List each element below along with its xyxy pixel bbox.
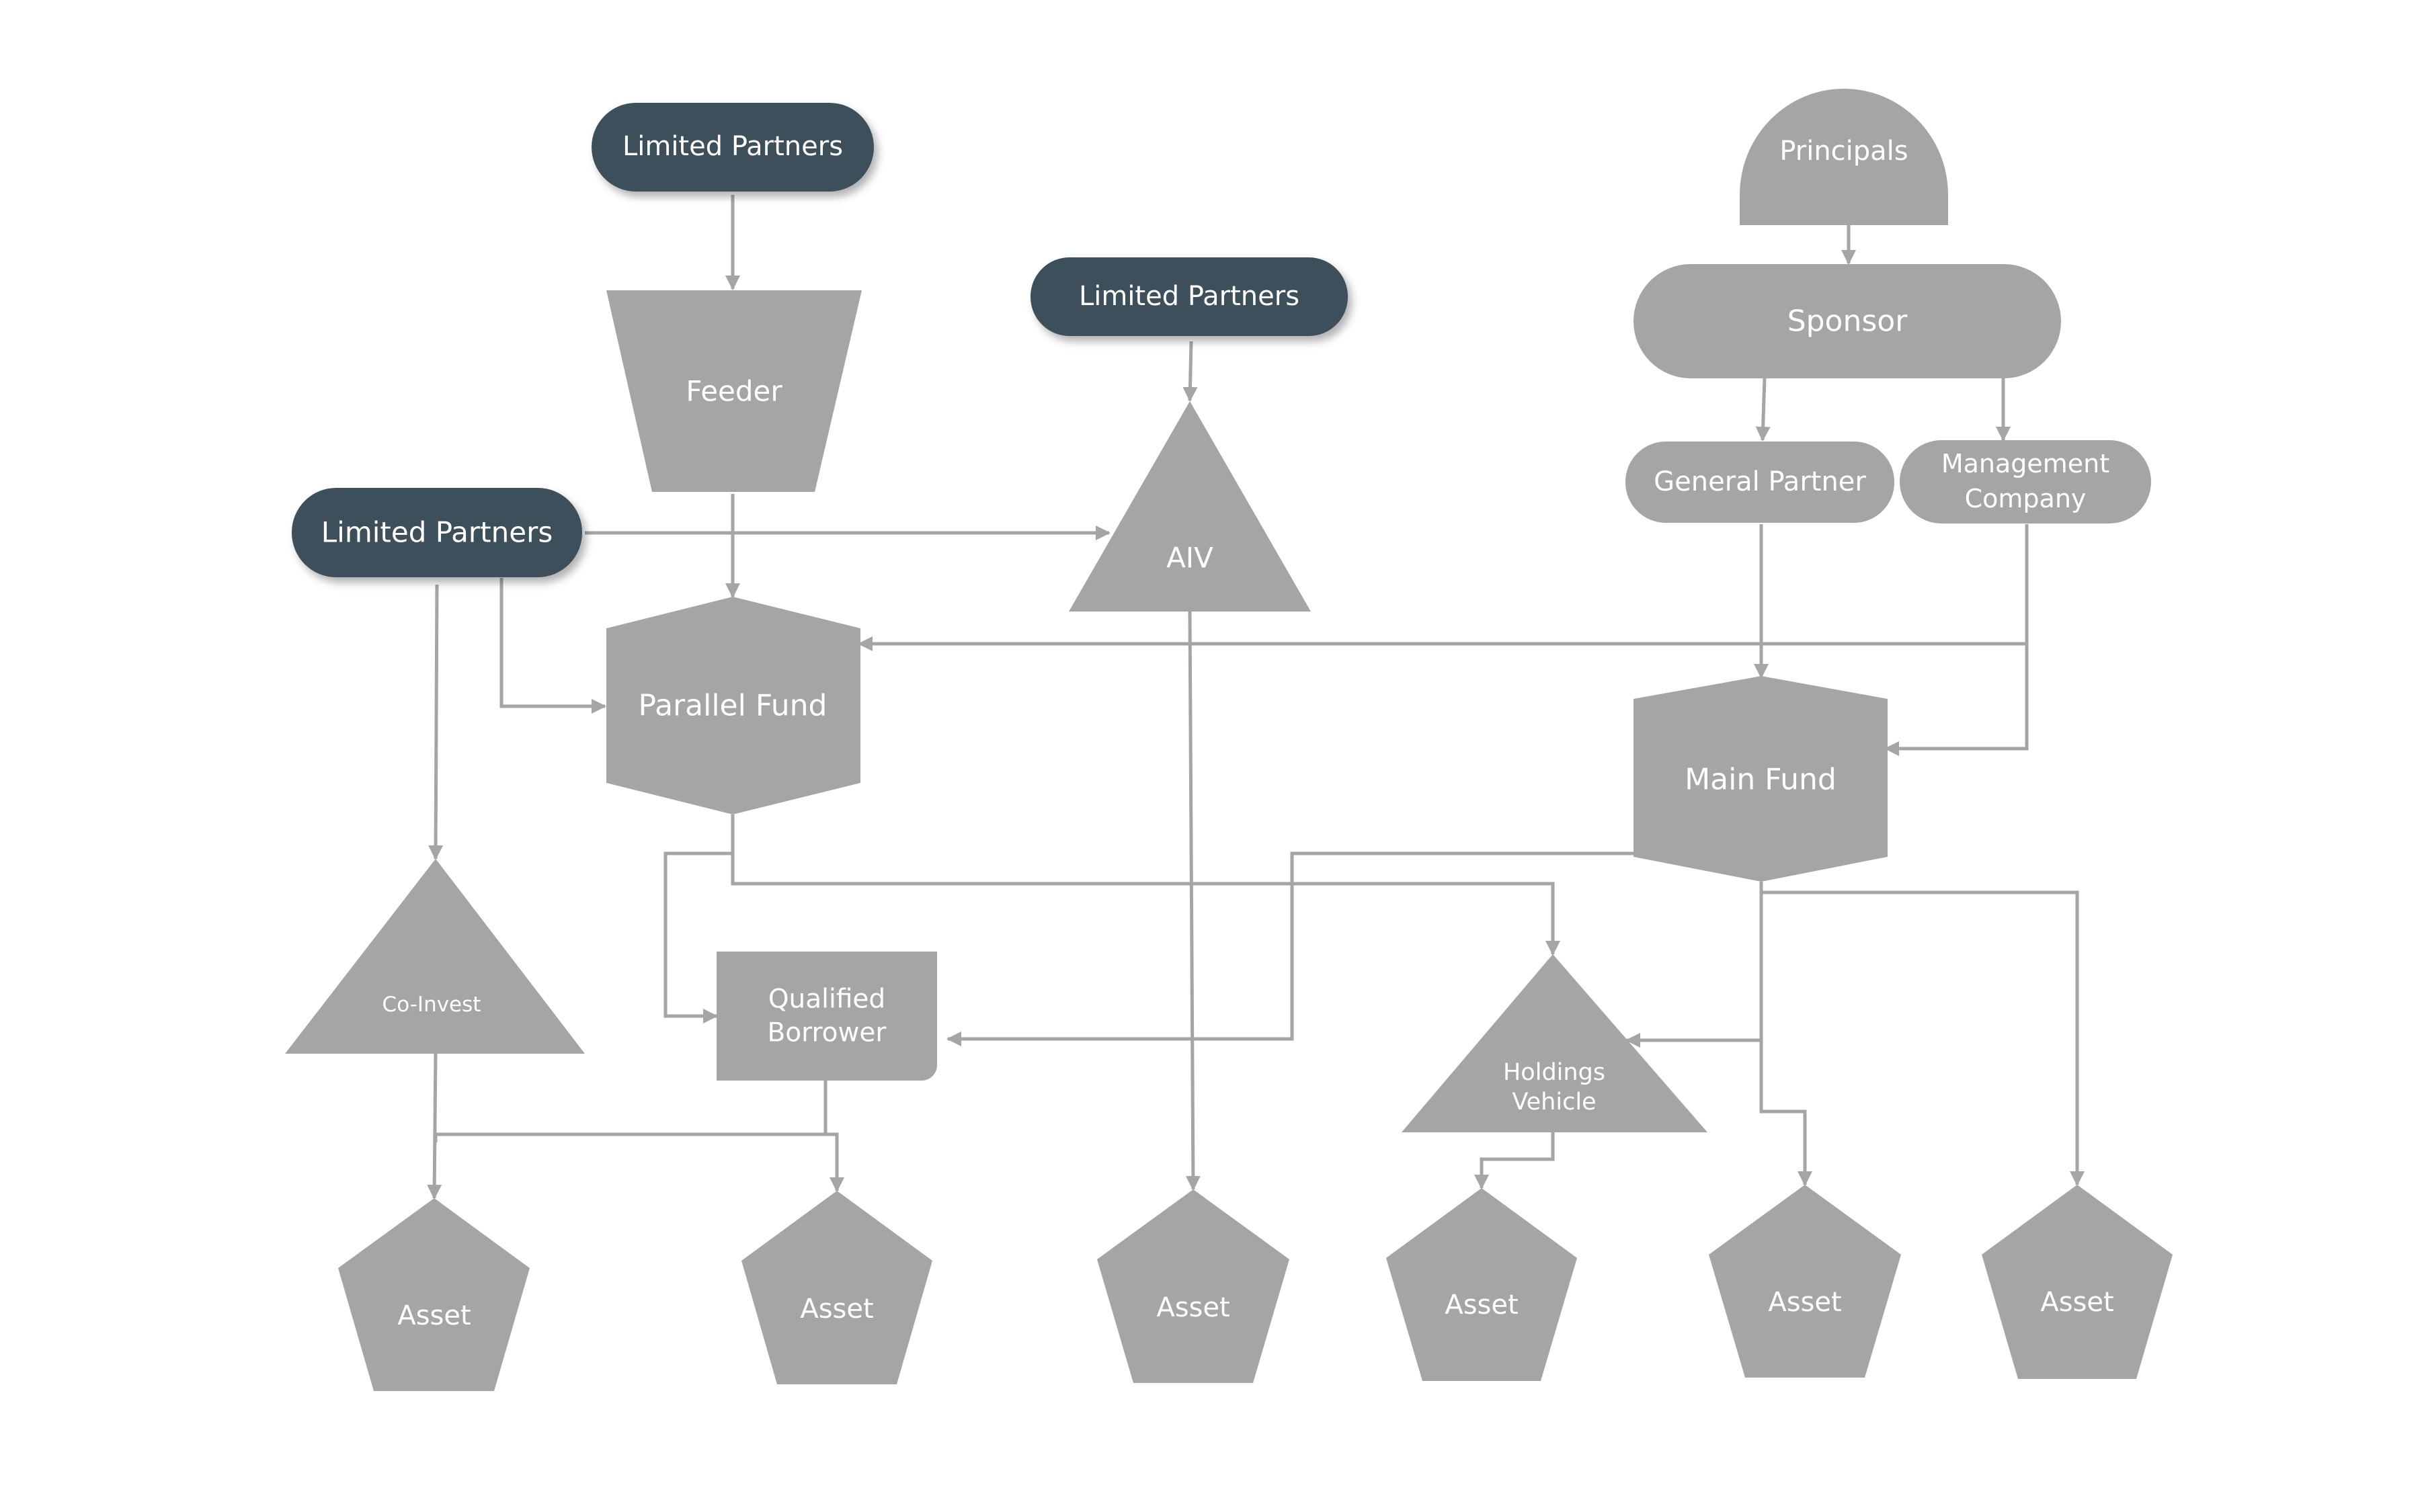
asset-4: Asset [1386,1188,1577,1381]
management-company-label-line2: Company [1965,484,2087,513]
edge-lp-left-to-parallel-fund [499,578,606,714]
asset-6-label: Asset [2040,1287,2113,1318]
qualified-borrower-label-line2: Borrower [768,1018,887,1048]
co-invest-node: Co-Invest [285,859,585,1054]
asset-1: Asset [338,1198,530,1391]
limited-partners-left-label: Limited Partners [321,516,553,549]
qualified-borrower-node: Qualified Borrower [717,952,937,1081]
limited-partners-mid-label: Limited Partners [1079,281,1299,312]
aiv-label: AIV [1166,542,1213,575]
holdings-vehicle-node: Holdings Vehicle [1402,954,1707,1132]
feeder-node: Feeder [606,290,862,492]
co-invest-label: Co-Invest [382,993,481,1017]
edge-main-fund-to-asset-6 [1761,890,2085,1186]
limited-partners-top: Limited Partners [592,103,874,192]
asset-5-label: Asset [1768,1287,1841,1318]
edge-lp-left-to-co-invest [428,584,444,860]
limited-partners-top-label: Limited Partners [622,131,843,162]
asset-2: Asset [741,1191,932,1384]
general-partner-node: General Partner [1625,442,1894,523]
edge-aiv-to-asset-3 [1185,611,1201,1191]
edge-management-company-to-main-fund [1884,644,2029,756]
qualified-borrower-label-line1: Qualified [768,984,885,1015]
asset-3-label: Asset [1156,1292,1229,1323]
sponsor-label: Sponsor [1787,304,1908,339]
main-fund-node: Main Fund [1634,676,1888,882]
principals-node: Principals [1740,89,1948,225]
asset-5: Asset [1709,1185,1901,1378]
asset-2-label: Asset [800,1294,873,1325]
edge-main-fund-to-qualified-borrower [946,851,1634,1046]
edge-main-fund-to-asset-5 [1759,1040,1812,1186]
management-company-label-line1: Management [1941,449,2109,478]
edge-lp-mid-to-aiv [1182,341,1198,402]
edge-sponsor-to-general-partner [1755,377,1771,442]
parallel-fund-node: Parallel Fund [606,597,860,814]
asset-3: Asset [1097,1189,1289,1383]
limited-partners-left: Limited Partners [292,488,582,577]
edge-holdings-vehicle-to-asset-4 [1474,1132,1555,1189]
asset-1-label: Asset [397,1300,471,1331]
feeder-label: Feeder [686,375,782,408]
principals-label: Principals [1779,136,1908,167]
limited-partners-mid: Limited Partners [1031,257,1348,336]
edge-management-company-to-parallel-fund [858,524,2029,651]
asset-6: Asset [1982,1185,2173,1379]
edge-parallel-fund-to-qualified-borrower [663,851,733,1023]
holdings-vehicle-label-line1: Holdings [1503,1059,1605,1086]
management-company-node: Management Company [1900,440,2151,523]
asset-4-label: Asset [1445,1290,1518,1320]
parallel-fund-label: Parallel Fund [639,689,828,723]
edge-co-invest-to-asset-1 [427,1053,442,1200]
general-partner-label: General Partner [1654,466,1866,497]
sponsor-node: Sponsor [1634,264,2061,378]
edge-parallel-fund-to-holdings-vehicle [731,814,1560,956]
holdings-vehicle-label-line2: Vehicle [1512,1089,1596,1116]
edge-main-fund-to-holdings-vehicle [1625,882,1763,1048]
edge-co-invest-to-asset-2 [436,1132,844,1192]
main-fund-label: Main Fund [1685,763,1837,797]
aiv-node: AIV [1069,401,1311,612]
connectors [427,195,2085,1200]
